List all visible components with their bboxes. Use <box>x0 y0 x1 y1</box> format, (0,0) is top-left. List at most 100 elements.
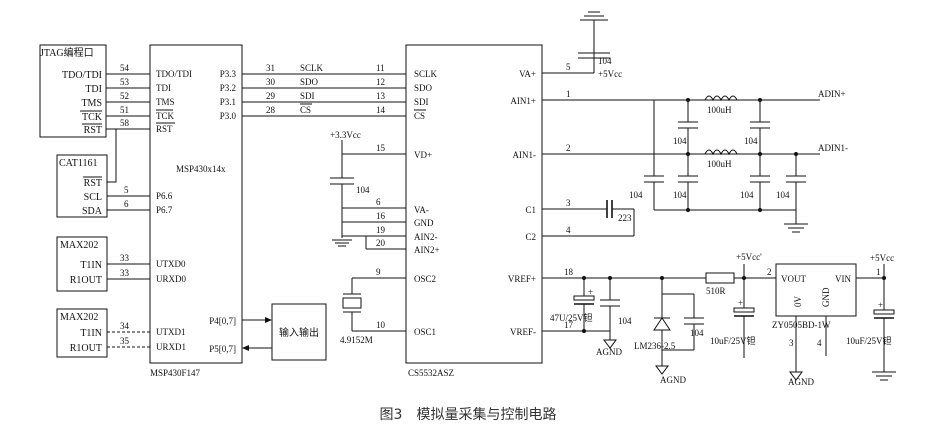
uart1-wires <box>107 331 150 348</box>
va-supply-wires <box>542 11 610 74</box>
adc-pin-vrefp: VREF+ <box>508 274 536 284</box>
mcu-pin-tdi: TDI <box>156 83 171 93</box>
mcu-pin-tdo: TDO/TDI <box>156 69 192 79</box>
crystal-oscillator <box>342 277 406 332</box>
mcu-pin-p4: P4[0,7] <box>209 316 236 326</box>
mcu-pin-p30: P3.0 <box>220 111 237 121</box>
vd-supply-wires <box>330 140 406 250</box>
msp430-chip <box>149 44 243 364</box>
adc-pin-ain2p: AIN2+ <box>414 245 440 255</box>
ref-module-wires <box>789 264 896 381</box>
pin-num-ref-3: 3 <box>789 338 794 348</box>
mcu-pin-tck: TCK <box>156 111 175 121</box>
adc-name: CS5532ASZ <box>408 368 454 378</box>
pin-num-20: 20 <box>376 238 386 248</box>
cap-104-f6: 104 <box>776 190 790 200</box>
net-sclk: SCLK <box>300 63 324 73</box>
pin-num-33b: 33 <box>120 268 130 278</box>
mcu-pin-p32: P3.2 <box>220 83 236 93</box>
max202-b-t1in: T1IN <box>80 328 102 339</box>
pin-num-3: 3 <box>566 198 571 208</box>
pin-num-11: 11 <box>376 63 385 73</box>
cap-104-f2: 104 <box>744 136 758 146</box>
mcu-pin-p5: P5[0,7] <box>209 344 236 354</box>
max202-b-title: MAX202 <box>60 312 98 323</box>
zener-label: LM236-2.5 <box>634 341 676 351</box>
mcu-pin-p31: P3.1 <box>220 97 236 107</box>
ref-pin-0v: 0V <box>793 296 803 308</box>
adc-pin-c2: C2 <box>525 232 536 242</box>
pin-num-2: 2 <box>566 143 571 153</box>
pin-num-14: 14 <box>376 105 386 115</box>
net-agnd-c: AGND <box>788 377 814 387</box>
figure-caption: 图3 模拟量采集与控制电路 <box>380 406 557 423</box>
cap-10u-a-plus: + <box>738 298 743 308</box>
net-sdo: SDO <box>300 77 319 87</box>
adc-pin-osc2: OSC2 <box>414 274 436 284</box>
pin-num-6b: 6 <box>376 197 381 207</box>
pin-num-52: 52 <box>120 91 129 101</box>
cap-10u-a-label: 10uF/25V钽 <box>710 335 756 346</box>
net-vcc5-in: +5Vcc <box>870 253 894 263</box>
uart0-wires <box>107 263 150 280</box>
net-adin-n: ADIN1- <box>818 143 848 153</box>
max202-a-t1in: T1IN <box>80 260 102 271</box>
max202-a-title: MAX202 <box>60 240 98 251</box>
ref-chip-name: ZY0505BD-1W <box>772 320 831 330</box>
cap-10u-b-label: 10uF/25V钽 <box>846 335 892 346</box>
adc-pin-va-neg: VA- <box>414 205 429 215</box>
max202-a-box <box>56 236 108 292</box>
cap-47u-plus: + <box>588 287 593 297</box>
mcu-pin-utxd1: UTXD1 <box>156 327 186 337</box>
cat-pin-scl: SCL <box>84 192 102 203</box>
jtag-pin-tms: TMS <box>81 98 102 109</box>
pin-num-28: 28 <box>266 105 276 115</box>
cap-104-va: 104 <box>598 56 612 66</box>
pin-num-54: 54 <box>120 63 130 73</box>
cat1161-title: CAT1161 <box>59 158 98 169</box>
adc-pin-cs: CS <box>414 111 425 121</box>
pin-num-5: 5 <box>124 185 129 195</box>
adc-pin-osc1: OSC1 <box>414 327 436 337</box>
adc-pin-vd: VD+ <box>414 150 432 160</box>
net-agnd-b: AGND <box>660 375 686 385</box>
pin-num-ref-1: 1 <box>876 267 881 277</box>
pin-num-35: 35 <box>120 336 130 346</box>
net-vcc33: +3.3Vcc <box>330 130 361 140</box>
vref-junction-dots <box>582 276 746 333</box>
pin-num-10: 10 <box>376 320 386 330</box>
io-wires <box>242 317 272 351</box>
cap-104-f3: 104 <box>629 190 643 200</box>
cat1161-box <box>56 154 108 218</box>
input-filter-wires <box>542 95 820 233</box>
net-agnd-a: AGND <box>596 347 622 357</box>
net-vcc5-prime: +5Vcc' <box>736 252 762 262</box>
crystal-freq: 4.9152M <box>340 335 373 345</box>
pin-num-58: 58 <box>120 118 130 128</box>
cap-47u-label: 47U/25V钽 <box>550 312 593 323</box>
cap-104-f4: 104 <box>673 190 687 200</box>
cap-10u-b-plus: + <box>878 300 883 310</box>
cap-104-vref: 104 <box>618 316 632 326</box>
adc-pin-sdo: SDO <box>414 83 433 93</box>
adc-pin-va-pos: VA+ <box>519 69 536 79</box>
pin-num-51: 51 <box>120 105 129 115</box>
zy0505bd-module <box>775 263 857 317</box>
adc-pin-gnd: GND <box>414 218 434 228</box>
mcu-pin-p67: P6.7 <box>156 205 173 215</box>
pin-num-19: 19 <box>376 225 386 235</box>
cs5532-chip <box>405 44 543 364</box>
net-adin-p: ADIN+ <box>818 89 846 99</box>
adc-pin-sdi: SDI <box>414 97 429 107</box>
mcu-pin-tms: TMS <box>156 97 175 107</box>
jtag-pin-rst: RST <box>84 125 102 136</box>
cap-104-f1: 104 <box>673 136 687 146</box>
net-cs: CS <box>300 105 311 115</box>
mcu-pin-rst: RST <box>156 124 173 134</box>
adc-pin-ain1p: AIN1+ <box>510 96 536 106</box>
c1-c2-cap-wires <box>542 200 635 237</box>
pin-num-29: 29 <box>266 91 276 101</box>
pin-num-ref-4: 4 <box>817 338 822 348</box>
io-box <box>271 303 327 361</box>
